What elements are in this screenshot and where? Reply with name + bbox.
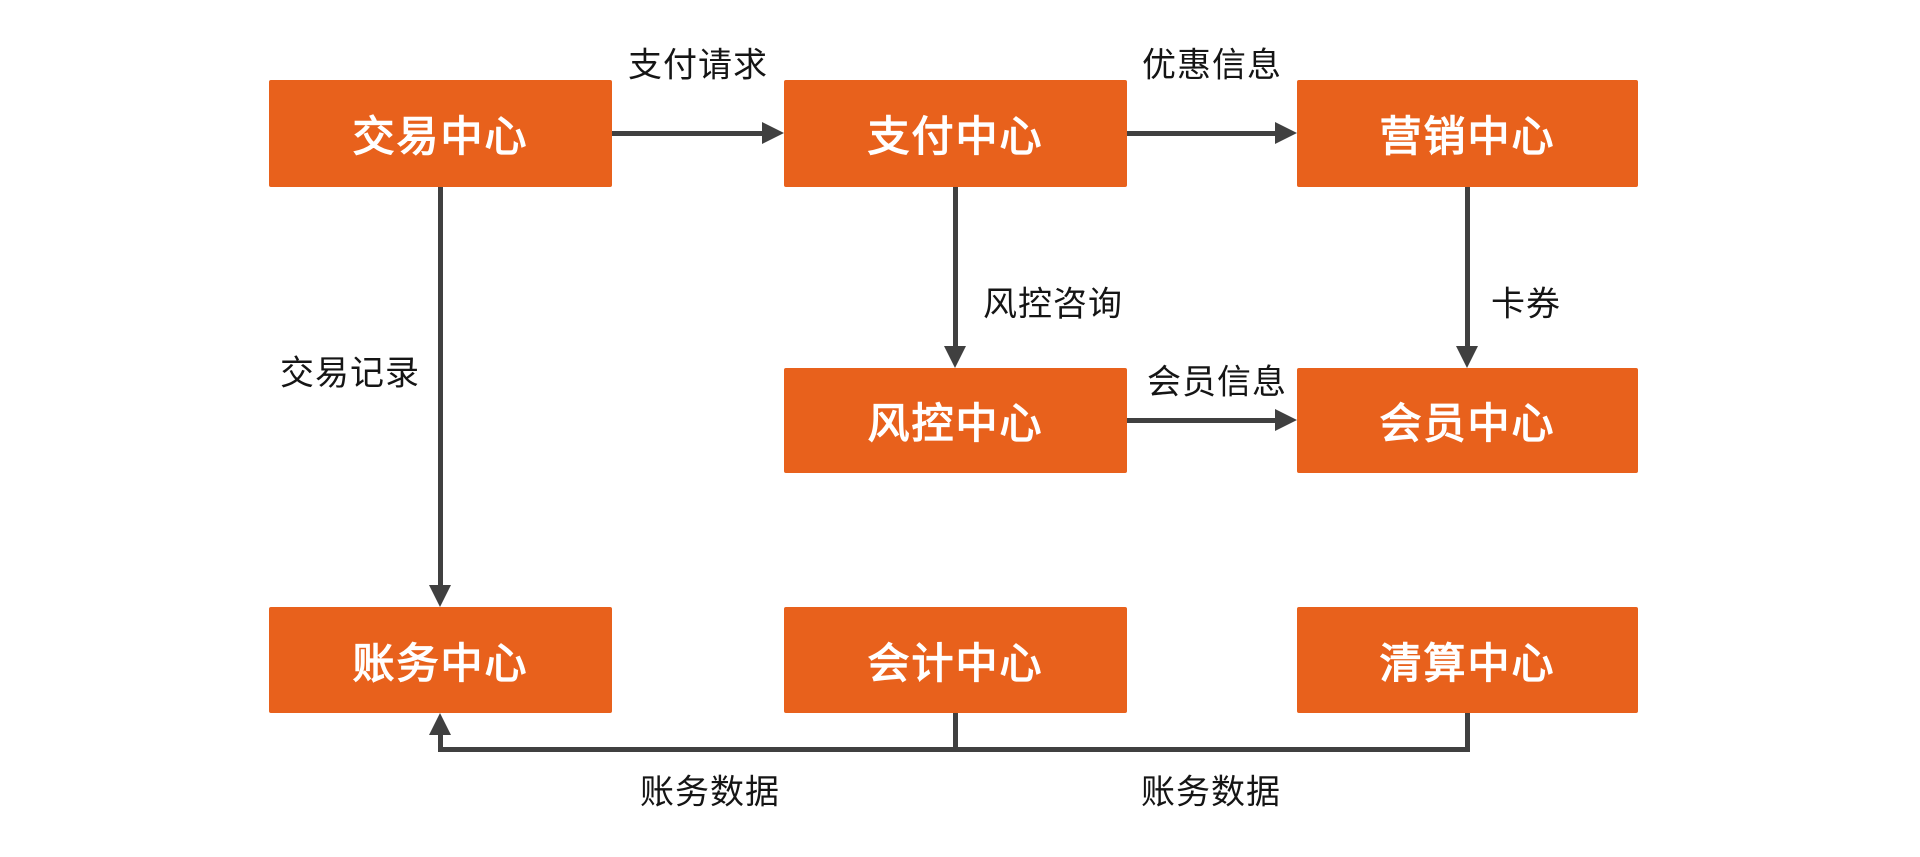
edge-label-discount-info: 优惠信息 — [1142, 46, 1282, 85]
edge-payment-to-marketing-arrowhead-icon — [1275, 122, 1297, 144]
edge-payment-to-risk-line — [953, 187, 958, 348]
node-member-center: 会员中心 — [1297, 368, 1638, 473]
edge-payment-to-risk-arrowhead-icon — [944, 346, 966, 368]
node-accounting-center: 会计中心 — [784, 607, 1127, 713]
edge-trade-to-payment-line — [612, 131, 764, 136]
node-payment-center: 支付中心 — [784, 80, 1127, 187]
edge-trade-to-payment-arrowhead-icon — [762, 122, 784, 144]
node-account-center: 账务中心 — [269, 607, 612, 713]
edge-clearing-drop-line — [1465, 713, 1470, 752]
edge-label-account-data-left: 账务数据 — [640, 773, 780, 812]
edge-trade-to-account-line — [438, 187, 443, 587]
edge-label-payment-request: 支付请求 — [628, 46, 768, 85]
edge-label-member-info: 会员信息 — [1147, 363, 1287, 402]
edge-label-risk-consult: 风控咨询 — [983, 285, 1123, 324]
edge-risk-to-member-arrowhead-icon — [1275, 409, 1297, 431]
edge-bottom-bus-line — [438, 747, 1470, 752]
node-clearing-center: 清算中心 — [1297, 607, 1638, 713]
edge-accounting-drop-line — [953, 713, 958, 752]
edge-label-account-data-right: 账务数据 — [1141, 773, 1281, 812]
node-marketing-center: 营销中心 — [1297, 80, 1638, 187]
edge-marketing-to-member-arrowhead-icon — [1456, 346, 1478, 368]
edge-risk-to-member-line — [1127, 418, 1277, 423]
edge-payment-to-marketing-line — [1127, 131, 1277, 136]
edge-marketing-to-member-line — [1465, 187, 1470, 348]
edge-label-coupon: 卡券 — [1491, 285, 1561, 324]
edge-bus-to-account-line — [438, 733, 443, 752]
node-risk-center: 风控中心 — [784, 368, 1127, 473]
node-trade-center: 交易中心 — [269, 80, 612, 187]
edge-bus-to-account-arrowhead-icon — [429, 713, 451, 735]
edge-trade-to-account-arrowhead-icon — [429, 585, 451, 607]
edge-label-trade-record: 交易记录 — [280, 354, 420, 393]
